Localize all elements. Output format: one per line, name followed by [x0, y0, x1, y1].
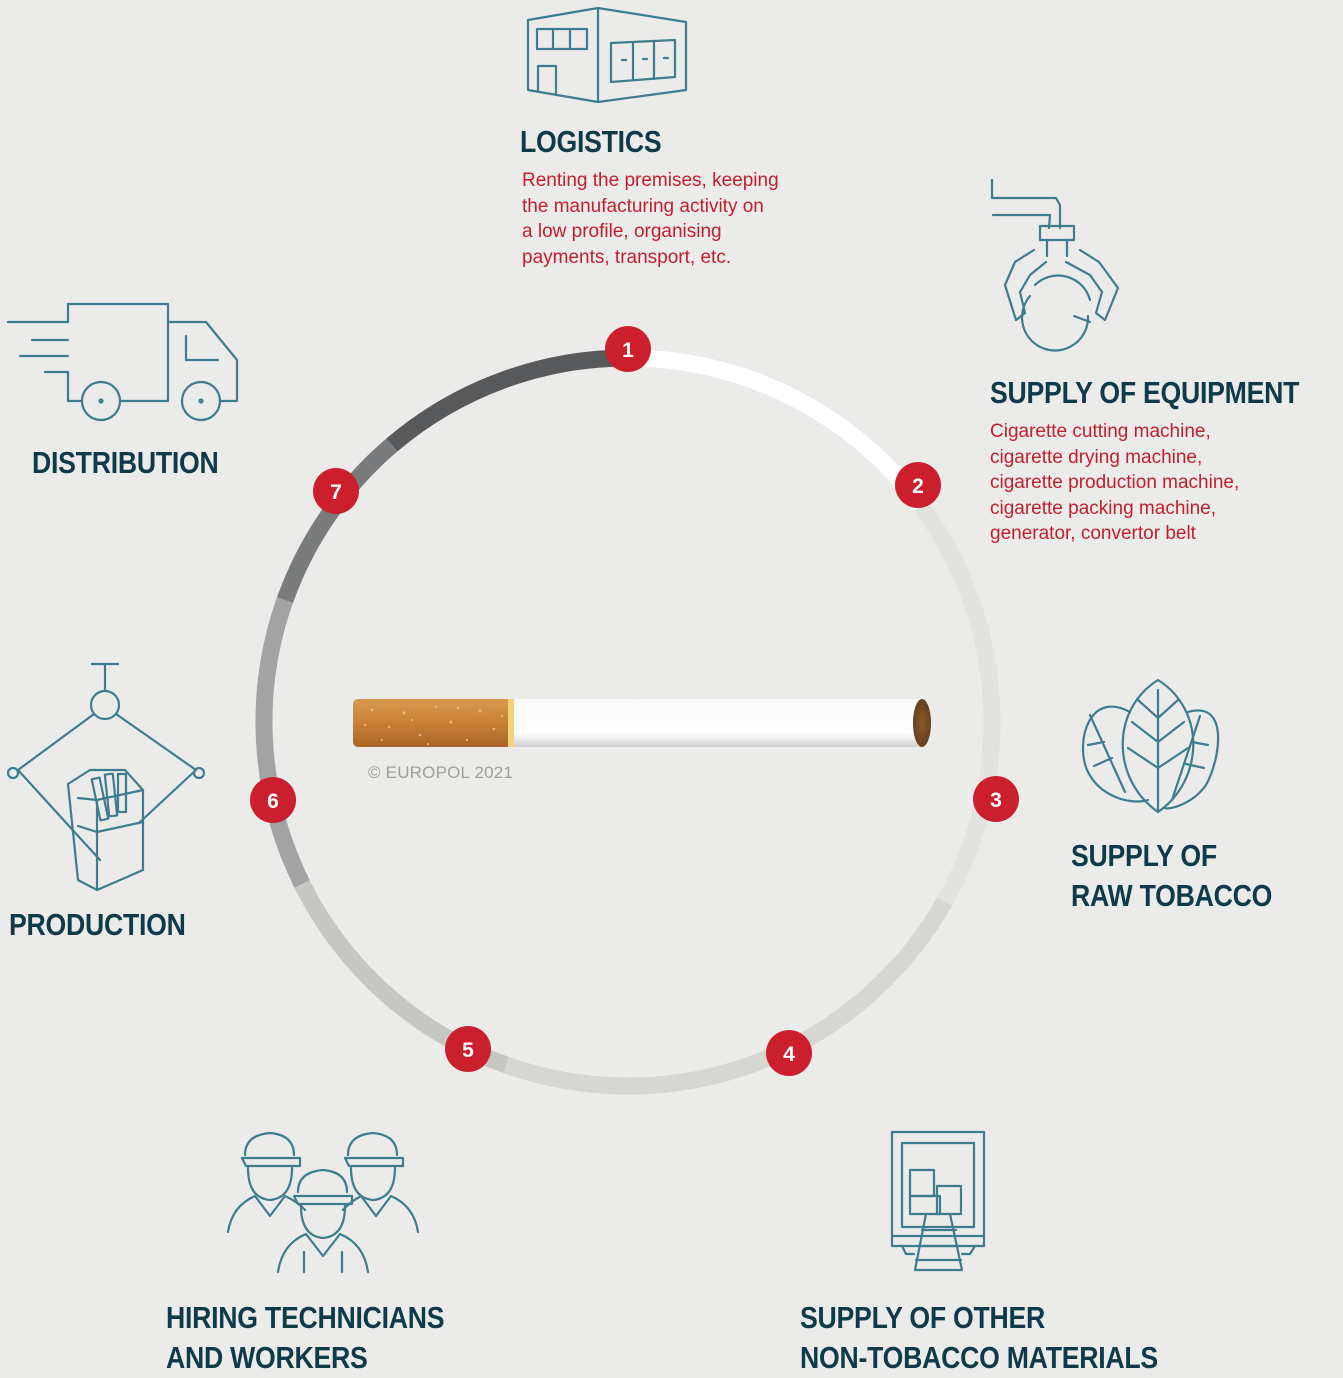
cigarette-pack-icon — [6, 662, 206, 892]
step-number-6: 6 — [267, 790, 279, 813]
step-title-1: LOGISTICS — [520, 124, 662, 159]
ring-segment-7-1 — [386, 349, 631, 452]
step-badges: 1 2 3 4 5 6 7 — [250, 326, 1019, 1076]
ring-segment-2-3 — [914, 500, 1001, 911]
warehouse-icon — [526, 6, 688, 104]
step-description-1: Renting the premises, keeping the manufa… — [522, 170, 779, 268]
step-title-7: DISTRIBUTION — [32, 445, 219, 480]
step-title-6: PRODUCTION — [9, 907, 186, 942]
step-title-3: SUPPLY OF RAW TOBACCO — [1071, 838, 1273, 913]
cigarette-illustration — [353, 699, 931, 747]
step-badge-3: 3 — [973, 776, 1019, 822]
step-number-1: 1 — [622, 339, 634, 362]
step-number-4: 4 — [783, 1043, 795, 1066]
boxes-conveyor-icon — [890, 1130, 986, 1272]
step-badge-2: 2 — [895, 462, 941, 508]
workers-icon — [226, 1131, 420, 1274]
step-badge-1: 1 — [605, 326, 651, 372]
ring-segment-5-6 — [255, 592, 310, 888]
step-number-3: 3 — [990, 789, 1002, 812]
ring-segment-3-4 — [498, 897, 952, 1095]
step-number-7: 7 — [330, 481, 342, 504]
step-number-2: 2 — [912, 475, 924, 498]
step-title-2: SUPPLY OF EQUIPMENT — [990, 375, 1300, 410]
delivery-truck-icon — [6, 302, 239, 422]
step-title-5: HIRING TECHNICIANS AND WORKERS — [166, 1300, 445, 1375]
step-badge-5: 5 — [445, 1026, 491, 1072]
ring-segment-1-2 — [625, 349, 931, 516]
machine-claw-icon — [990, 178, 1120, 352]
tobacco-leaves-icon — [1081, 678, 1220, 814]
step-description-2: Cigarette cutting machine, cigarette dry… — [990, 421, 1240, 544]
copyright-notice: © EUROPOL 2021 — [368, 763, 514, 782]
step-badge-6: 6 — [250, 777, 296, 823]
step-badge-7: 7 — [313, 468, 359, 514]
step-badge-4: 4 — [766, 1030, 812, 1076]
step-title-4: SUPPLY OF OTHER NON-TOBACCO MATERIALS — [800, 1300, 1158, 1375]
step-number-5: 5 — [462, 1039, 474, 1062]
ring-segment-6-7 — [277, 434, 402, 603]
